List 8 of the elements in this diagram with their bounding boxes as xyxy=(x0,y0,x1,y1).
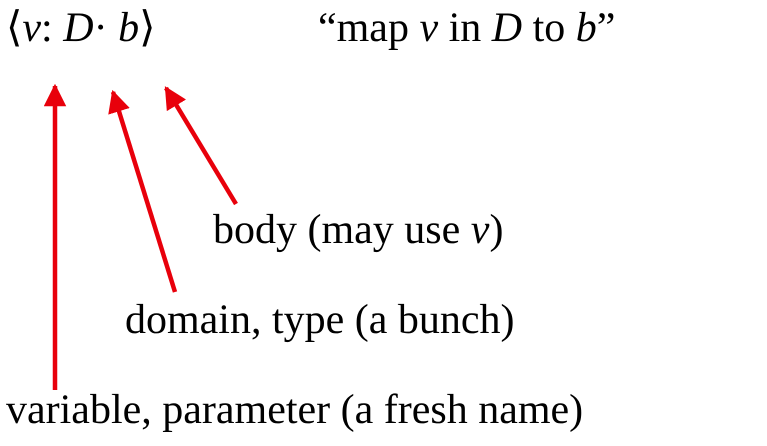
leader-arrow xyxy=(44,84,66,390)
formula: ⟨v: D· b⟩ xyxy=(6,4,156,52)
leader-arrow xyxy=(164,86,238,206)
annotation-text: domain, type (a bunch) xyxy=(125,296,515,344)
annotation-text: variable, parameter (a fresh name) xyxy=(6,386,584,434)
reading-text: “map v in D to b” xyxy=(318,4,616,52)
leader-arrow xyxy=(108,90,178,293)
annotation-text: body (may use v) xyxy=(213,206,504,254)
